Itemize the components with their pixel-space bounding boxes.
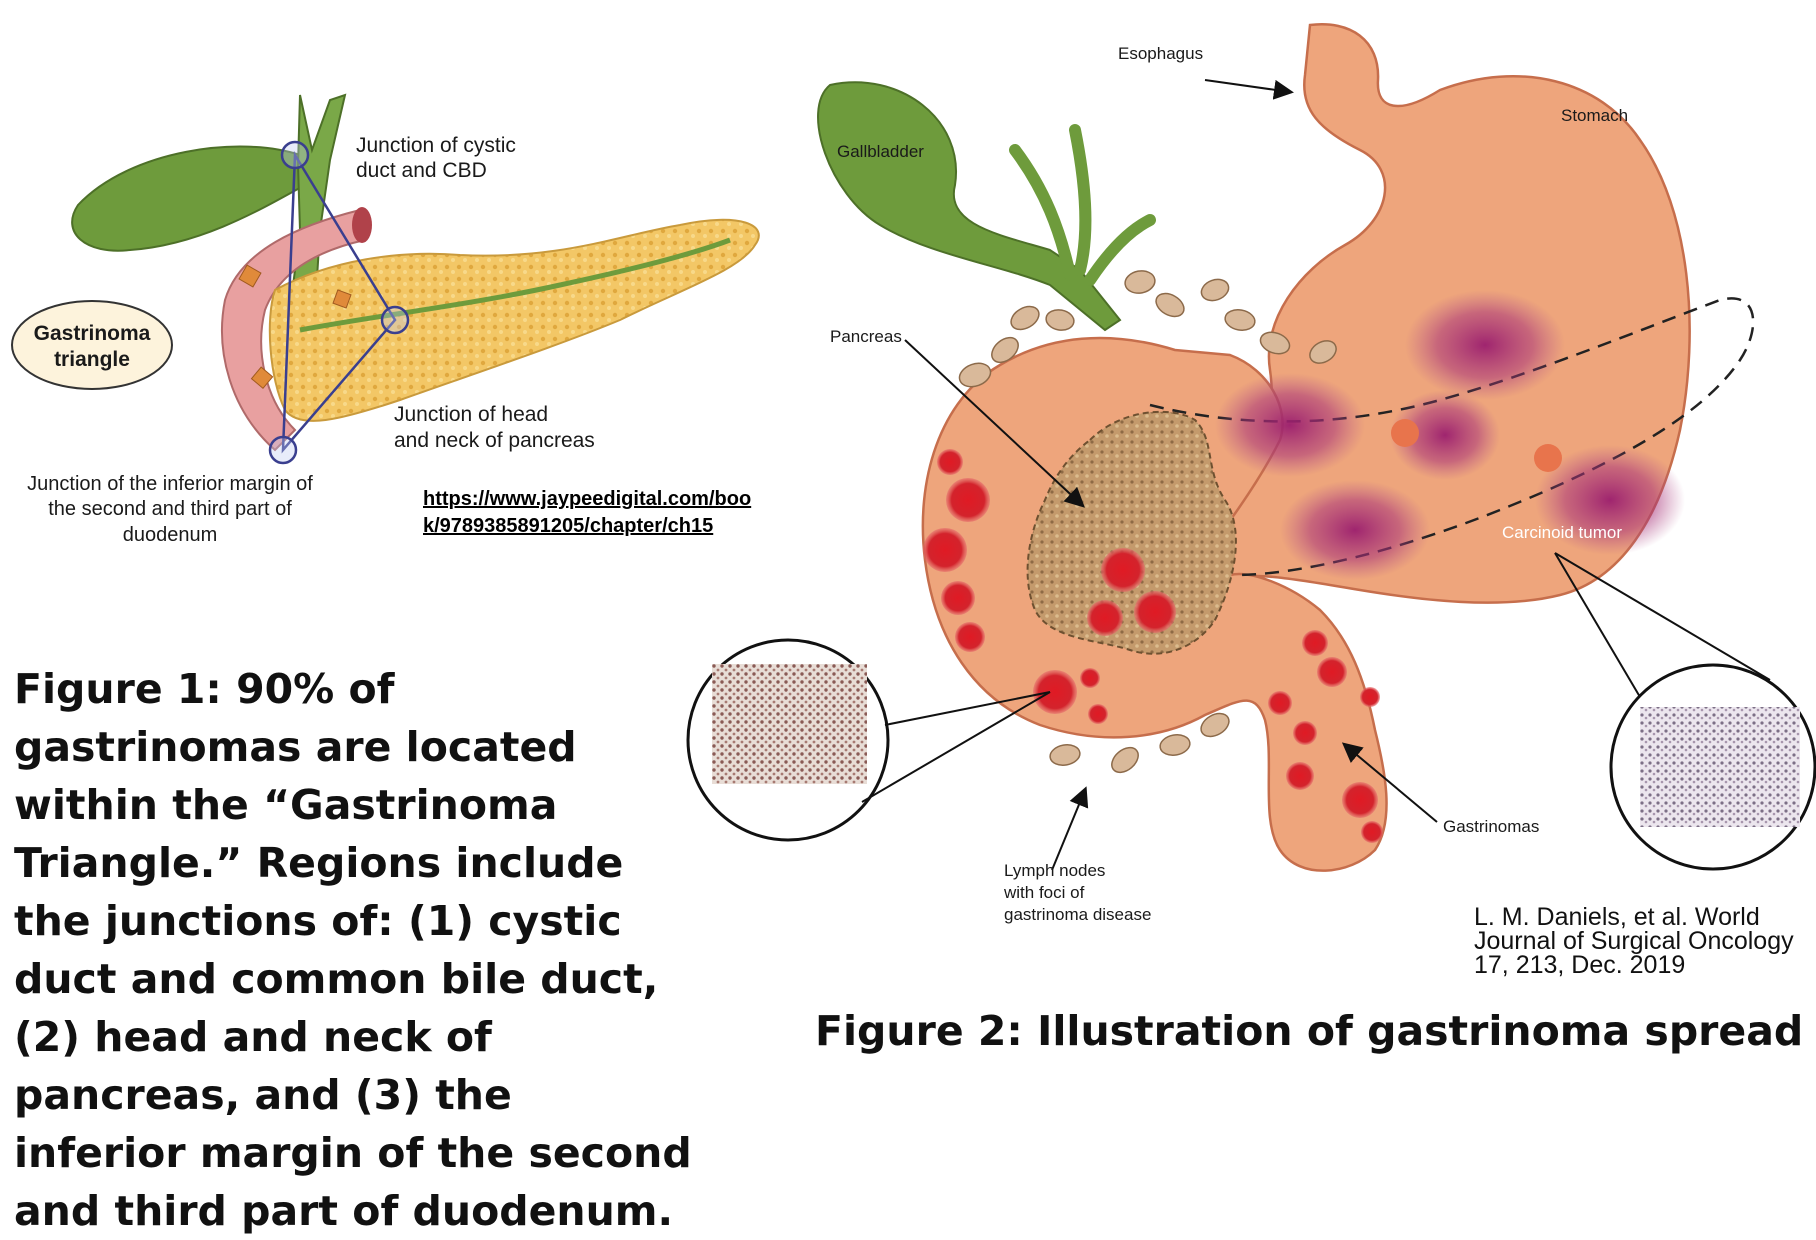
- figure2-diagram: Esophagus Stomach Gallbladder Pancreas C…: [688, 24, 1815, 924]
- label-head-neck-1: Junction of head: [394, 403, 548, 426]
- label-lymph-1: Lymph nodes: [1004, 861, 1105, 880]
- label-gastrinomas: Gastrinomas: [1443, 817, 1539, 836]
- purple-spread: [1280, 480, 1430, 580]
- figure1-caption: Figure 1: 90% of gastrinomas are located…: [14, 660, 694, 1240]
- purple-spread: [1215, 373, 1365, 477]
- label-gallbladder: Gallbladder: [837, 142, 924, 161]
- carcinoid-nodule: [1391, 419, 1419, 447]
- label-cystic-junction-2: duct and CBD: [356, 159, 487, 182]
- label-inferior-margin-2: the second and third part of: [48, 498, 292, 520]
- figure1-diagram: Gastrinoma triangle Junction of cystic d…: [12, 95, 759, 546]
- citation: L. M. Daniels, et al. World Journal of S…: [1474, 905, 1816, 977]
- label-head-neck-2: and neck of pancreas: [394, 429, 595, 452]
- source-link[interactable]: https://www.jaypeedigital.com/book/97893…: [423, 486, 763, 540]
- label-carcinoid: Carcinoid tumor: [1502, 523, 1622, 542]
- purple-spread: [1405, 290, 1565, 400]
- label-cystic-junction-1: Junction of cystic: [356, 134, 516, 157]
- label-stomach: Stomach: [1561, 106, 1628, 125]
- label-esophagus: Esophagus: [1118, 44, 1203, 63]
- figure2-caption: Figure 2: Illustration of gastrinoma spr…: [815, 1002, 1816, 1060]
- label-lymph-3: gastrinoma disease: [1004, 905, 1151, 924]
- triangle-badge-shape: [12, 301, 172, 389]
- label-pancreas: Pancreas: [830, 327, 902, 346]
- duodenum-opening: [352, 207, 372, 243]
- carcinoid-nodule: [1534, 444, 1562, 472]
- citation-line: L. M. Daniels, et al. World: [1474, 905, 1816, 929]
- triangle-badge-line2: triangle: [54, 348, 130, 371]
- label-inferior-margin-3: duodenum: [123, 524, 218, 546]
- gallbladder-fig1: [72, 147, 305, 251]
- citation-line: Journal of Surgical Oncology: [1474, 929, 1816, 953]
- gallbladder-fig2: [818, 82, 1120, 330]
- triangle-badge-line1: Gastrinoma: [34, 322, 151, 345]
- label-lymph-2: with foci of: [1003, 883, 1085, 902]
- citation-line: 17, 213, Dec. 2019: [1474, 953, 1816, 977]
- label-inferior-margin-1: Junction of the inferior margin of: [27, 473, 313, 495]
